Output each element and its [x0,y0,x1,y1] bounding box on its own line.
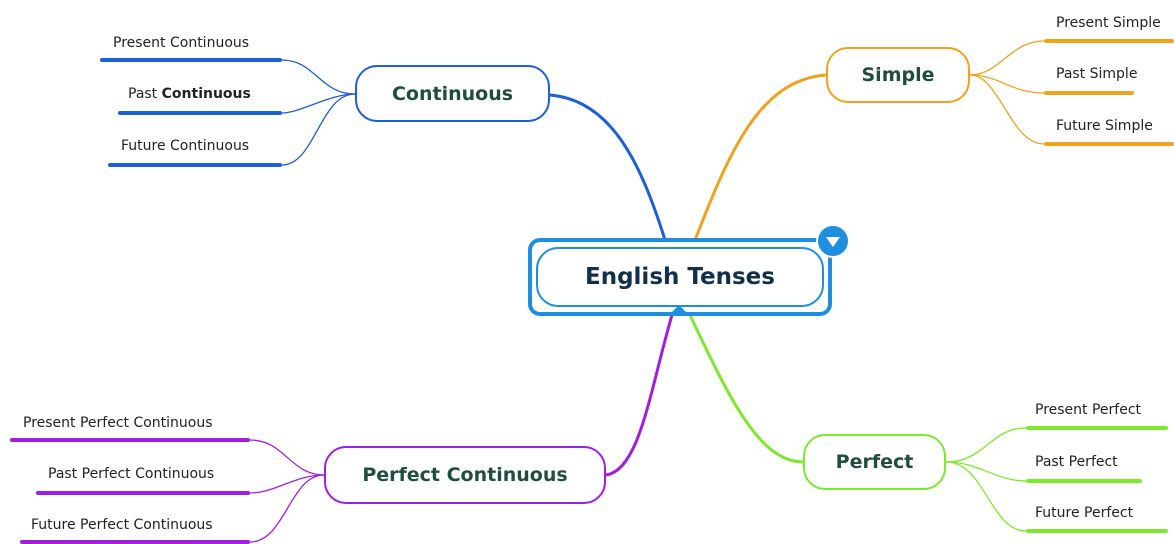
topic-simple[interactable]: Simple [826,47,970,103]
subtopic-present-simple[interactable]: Present Simple [1056,15,1161,31]
subtopic-present-continuous[interactable]: Present Continuous [113,35,250,51]
connector-continuous [549,93,667,241]
subtopic-past-perfect[interactable]: Past Perfect [1035,454,1118,470]
subtopic-past-simple[interactable]: Past Simple [1056,66,1138,82]
subtopic-underline [36,491,250,495]
connector-perfect [688,314,804,464]
subtopic-underline [1026,479,1142,483]
subtopic-future-simple[interactable]: Future Simple [1056,118,1153,134]
subtopic-present-perfect-continuous[interactable]: Present Perfect Continuous [23,415,213,431]
subtopic-past-continuous-bold: Continuous [161,86,251,102]
connector-simple [693,73,827,241]
subtopic-past-continuous-prefix: Past [128,86,162,102]
subtopic-underline [1044,142,1174,146]
subtopic-past-perfect-continuous[interactable]: Past Perfect Continuous [48,466,215,482]
subtopic-underline [1044,91,1134,95]
subtopic-present-perfect[interactable]: Present Perfect [1035,402,1142,418]
central-topic-label: English Tenses [536,247,824,307]
topic-perfect-continuous[interactable]: Perfect Continuous [324,446,606,504]
subtopic-underline [108,163,282,167]
connector-perfect-continuous [605,314,674,477]
subtopic-past-continuous[interactable]: Past Continuous [128,86,251,102]
central-topic[interactable]: English Tenses [528,238,832,316]
topic-simple-label: Simple [861,64,935,86]
subtopic-underline [118,111,282,115]
subtopic-underline [1026,426,1168,430]
subtopic-future-continuous[interactable]: Future Continuous [121,138,250,154]
collapse-toggle-button[interactable] [816,224,850,258]
topic-perfect-label: Perfect [835,451,914,473]
subtopic-underline [1044,39,1174,43]
topic-perfect[interactable]: Perfect [803,434,946,490]
subtopic-underline [100,58,282,62]
topic-continuous-label: Continuous [391,82,514,105]
subtopic-future-perfect[interactable]: Future Perfect [1035,505,1134,521]
topic-perfect-continuous-label: Perfect Continuous [362,464,568,486]
subtopic-future-perfect-continuous[interactable]: Future Perfect Continuous [31,517,213,533]
chevron-down-icon [826,237,840,247]
central-topic-notch [672,305,686,312]
topic-continuous[interactable]: Continuous [355,65,550,122]
subtopic-underline [1026,529,1168,533]
subtopic-underline [20,540,250,544]
subtopic-underline [10,438,250,442]
